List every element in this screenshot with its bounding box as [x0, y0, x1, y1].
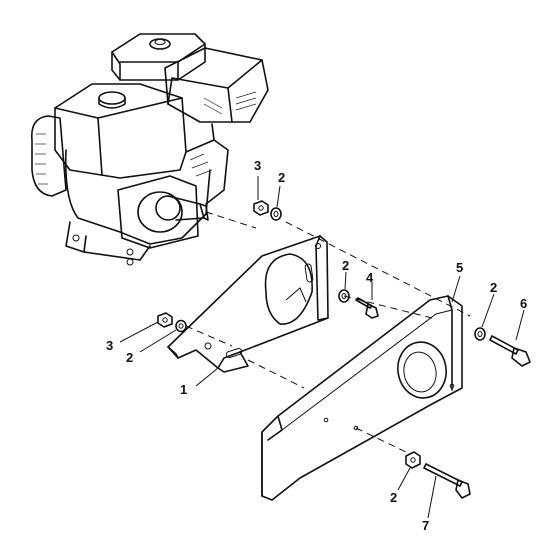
- hex-bolt-bottom: [423, 463, 471, 499]
- callout-2-left: 2: [126, 350, 133, 365]
- lock-washer-top: [270, 207, 282, 221]
- callout-6: 6: [520, 296, 527, 311]
- mounting-bracket: [167, 235, 329, 373]
- callout-4: 4: [366, 270, 374, 285]
- callout-2-bottom: 2: [390, 490, 397, 505]
- hex-bolt-mid: [355, 297, 379, 319]
- callout-7: 7: [422, 518, 429, 533]
- callout-1: 1: [180, 382, 187, 397]
- hex-bolt-right: [489, 335, 531, 367]
- belt-guard-cover: [261, 295, 463, 501]
- engine-illustration: [31, 33, 269, 266]
- hex-nut-left: [157, 312, 173, 328]
- lock-washer-mid: [338, 289, 350, 303]
- lock-washer-right: [474, 327, 486, 341]
- callout-3-left: 3: [106, 338, 113, 353]
- callout-5: 5: [456, 260, 463, 275]
- hex-nut-top: [253, 200, 269, 216]
- callout-3-top: 3: [254, 158, 261, 173]
- assembly-lines: [185, 211, 471, 453]
- leader-lines: [119, 176, 525, 519]
- lock-washer-bottom: [405, 451, 421, 469]
- callout-labels: 3 2 3 2 1 2 4 5 2 6 2 7: [106, 158, 527, 533]
- callout-2-right: 2: [490, 280, 497, 295]
- callout-2-top: 2: [278, 170, 285, 185]
- callout-2-mid: 2: [342, 258, 349, 273]
- lock-washer-left: [175, 319, 187, 333]
